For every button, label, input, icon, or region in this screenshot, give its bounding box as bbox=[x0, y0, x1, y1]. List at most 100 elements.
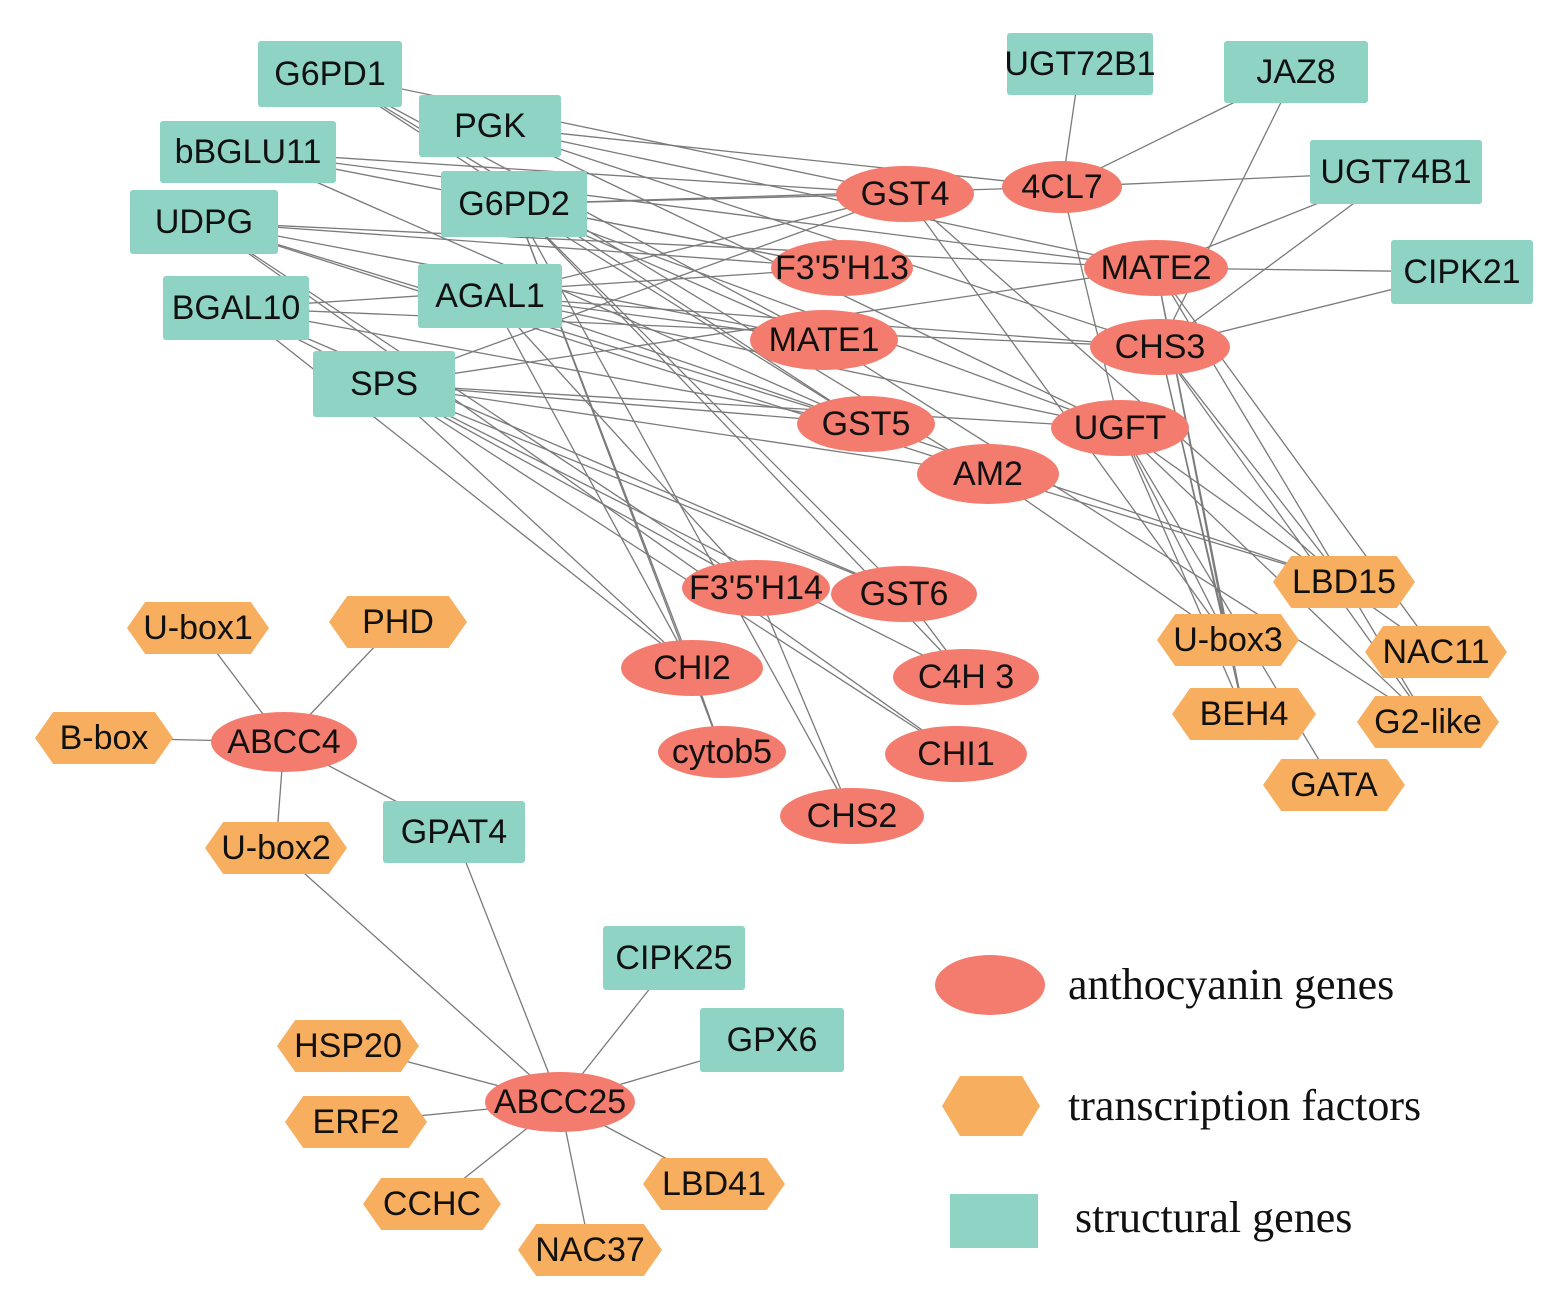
node-lbd41: LBD41 bbox=[643, 1158, 785, 1210]
node-agal1: AGAL1 bbox=[418, 264, 562, 328]
node-label: B-box bbox=[60, 719, 149, 757]
structural-rect bbox=[1391, 240, 1533, 304]
edge-sps-f3-5-h14 bbox=[383, 383, 757, 589]
node-label: U-box2 bbox=[221, 829, 331, 867]
node-label: F3'5'H13 bbox=[775, 249, 909, 287]
edge-ugft-u-box3 bbox=[1119, 427, 1229, 641]
tf-hexagon bbox=[277, 1020, 419, 1072]
tf-hexagon bbox=[1172, 688, 1316, 740]
legend-label-tf: transcription factors bbox=[1068, 1081, 1421, 1130]
node-label: MATE1 bbox=[769, 321, 880, 359]
node-label: UGT74B1 bbox=[1320, 153, 1471, 191]
anthocyanin-ellipse bbox=[917, 444, 1059, 504]
node-cytob5: cytob5 bbox=[658, 726, 786, 778]
node-label: PHD bbox=[362, 603, 434, 641]
structural-rect bbox=[419, 95, 561, 157]
edge-g6pd2-gst6 bbox=[513, 203, 905, 595]
structural-rect bbox=[1007, 33, 1153, 95]
node-label: SPS bbox=[350, 365, 418, 403]
node-label: JAZ8 bbox=[1256, 53, 1335, 91]
node-label: CHI2 bbox=[653, 649, 730, 687]
structural-rect bbox=[700, 1008, 844, 1072]
node-label: bBGLU11 bbox=[175, 133, 322, 171]
edge-ugft-g2-like bbox=[1119, 427, 1429, 723]
node-label: HSP20 bbox=[294, 1027, 402, 1065]
node-b-box: B-box bbox=[35, 712, 173, 764]
edge-abcc25-u-box2 bbox=[275, 847, 561, 1103]
node-u-box1: U-box1 bbox=[127, 602, 269, 654]
edge-sps-gst5 bbox=[383, 383, 867, 425]
node-ugt74b1: UGT74B1 bbox=[1310, 140, 1482, 204]
anthocyanin-ellipse bbox=[797, 396, 935, 452]
node-label: GST6 bbox=[860, 575, 949, 613]
structural-rect bbox=[1310, 140, 1482, 204]
anthocyanin-ellipse bbox=[485, 1072, 635, 1132]
node-phd: PHD bbox=[329, 596, 467, 648]
edge-f3-5-h14-chs2 bbox=[755, 587, 853, 817]
node-label: 4CL7 bbox=[1021, 168, 1102, 206]
node-hsp20: HSP20 bbox=[277, 1020, 419, 1072]
edge-agal1-f3-5-h14 bbox=[489, 295, 757, 589]
edge-sps-gst6 bbox=[383, 383, 905, 595]
node-label: GST4 bbox=[861, 175, 950, 213]
node-gpx6: GPX6 bbox=[700, 1008, 844, 1072]
node-g6pd1: G6PD1 bbox=[258, 41, 402, 107]
node-label: BGAL10 bbox=[172, 289, 301, 327]
edge-bbglu11-mate2 bbox=[247, 151, 1157, 269]
anthocyanin-ellipse bbox=[836, 166, 974, 222]
edge-g6pd1-gst4 bbox=[329, 73, 906, 195]
node-gst5: GST5 bbox=[797, 396, 935, 452]
node-cchc: CCHC bbox=[363, 1178, 501, 1230]
node-u-box2: U-box2 bbox=[205, 822, 347, 874]
node-g6pd2: G6PD2 bbox=[441, 171, 587, 237]
legend-item-anthocyanin: anthocyanin genes bbox=[935, 955, 1394, 1015]
anthocyanin-ellipse bbox=[893, 649, 1039, 705]
node-label: ABCC25 bbox=[494, 1083, 626, 1121]
anthocyanin-ellipse bbox=[1084, 240, 1228, 296]
node-sps: SPS bbox=[313, 351, 455, 417]
node-label: G6PD1 bbox=[274, 55, 386, 93]
node-gst4: GST4 bbox=[836, 166, 974, 222]
edge-agal1-chi2 bbox=[489, 295, 693, 669]
legend-hexagon-icon bbox=[942, 1076, 1040, 1136]
node-label: UGFT bbox=[1074, 409, 1167, 447]
node-label: MATE2 bbox=[1101, 249, 1212, 287]
edge-sps-am2 bbox=[383, 383, 989, 475]
tf-hexagon bbox=[1157, 614, 1299, 666]
node-label: GST5 bbox=[822, 405, 911, 443]
node-label: CHI1 bbox=[917, 735, 994, 773]
edge-chs3-lbd15 bbox=[1159, 346, 1345, 583]
structural-rect bbox=[418, 264, 562, 328]
edge-udpg-chi1 bbox=[203, 221, 957, 755]
node-label: LBD15 bbox=[1292, 563, 1396, 601]
structural-rect bbox=[1224, 41, 1368, 103]
anthocyanin-ellipse bbox=[771, 240, 913, 296]
legend-item-structural: structural genes bbox=[950, 1193, 1352, 1248]
node-udpg: UDPG bbox=[130, 190, 278, 254]
structural-rect bbox=[258, 41, 402, 107]
node-label: CHS3 bbox=[1115, 328, 1206, 366]
structural-rect bbox=[160, 121, 336, 183]
node-f3-5-h13: F3'5'H13 bbox=[771, 240, 913, 296]
node-abcc4: ABCC4 bbox=[211, 712, 357, 772]
edge-am2-lbd15 bbox=[987, 473, 1345, 583]
anthocyanin-ellipse bbox=[682, 560, 830, 616]
node-gata: GATA bbox=[1263, 759, 1405, 811]
node-label: CIPK25 bbox=[615, 939, 732, 977]
tf-hexagon bbox=[1365, 626, 1507, 678]
node-gst6: GST6 bbox=[831, 566, 977, 622]
tf-hexagon bbox=[1357, 696, 1499, 748]
edge-ugft-nac11 bbox=[1119, 427, 1437, 653]
structural-rect bbox=[163, 276, 309, 340]
node-label: G6PD2 bbox=[458, 185, 570, 223]
node-label: U-box1 bbox=[143, 609, 253, 647]
node-chi2: CHI2 bbox=[621, 640, 763, 696]
node-label: GPX6 bbox=[727, 1021, 818, 1059]
legend-label-anthocyanin: anthocyanin genes bbox=[1068, 960, 1394, 1009]
node-nac11: NAC11 bbox=[1365, 626, 1507, 678]
tf-hexagon bbox=[643, 1158, 785, 1210]
structural-rect bbox=[130, 190, 278, 254]
node-label: PGK bbox=[454, 107, 526, 145]
tf-hexagon bbox=[363, 1178, 501, 1230]
